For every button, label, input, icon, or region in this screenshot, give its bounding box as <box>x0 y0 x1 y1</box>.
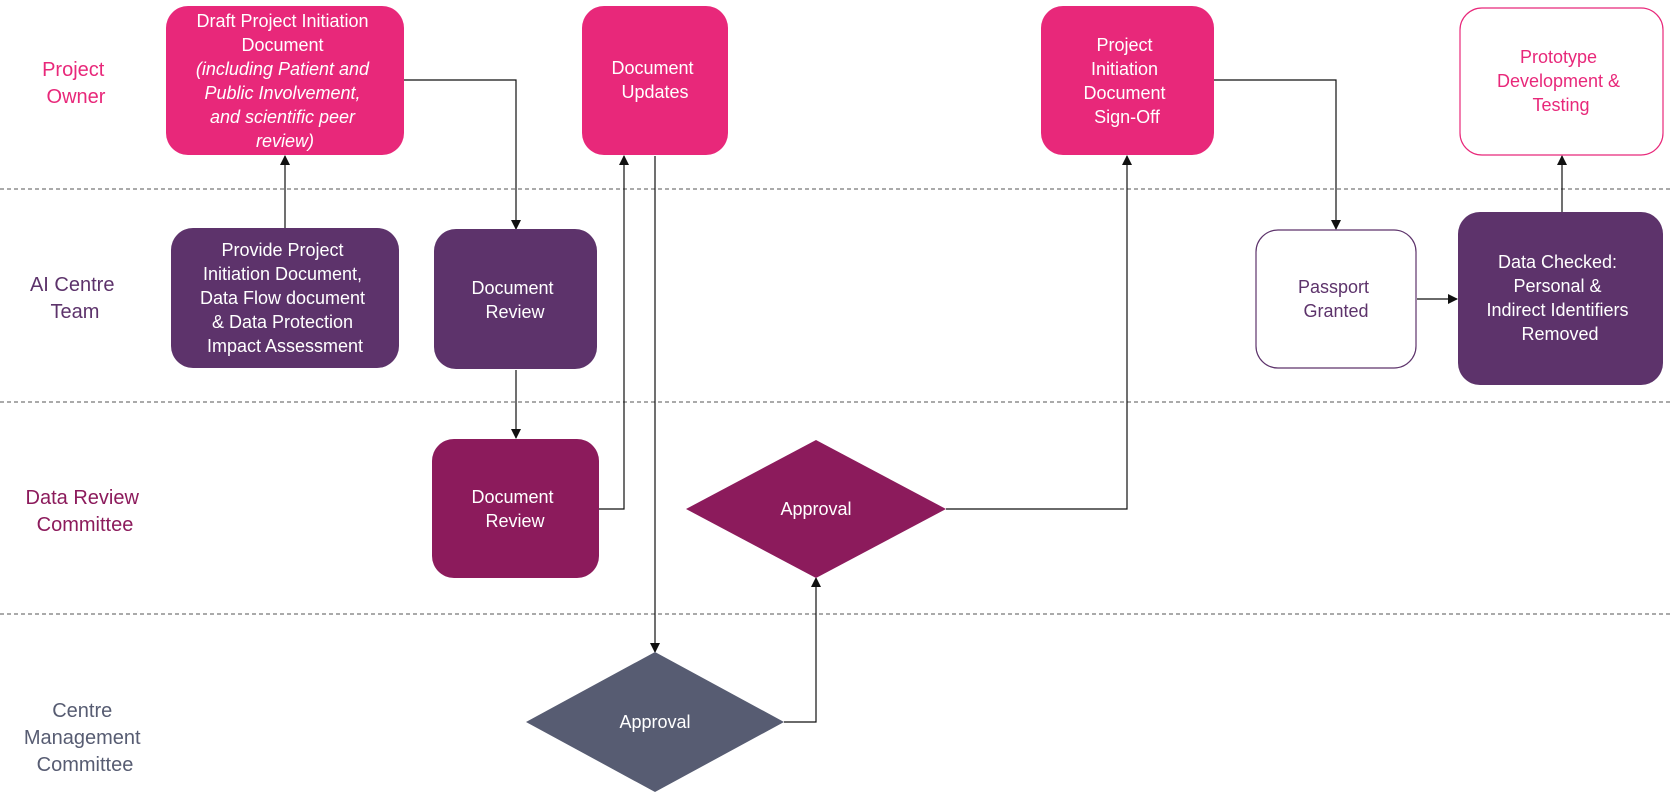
provide-pid-label: Provide Project Initiation Document, Dat… <box>200 240 370 356</box>
prototype-label: Prototype Development & Testing <box>1497 47 1625 115</box>
arrow-signoff-to-passport <box>1214 79 1341 230</box>
data-checked-node: Data Checked: Personal & Indirect Identi… <box>1458 212 1663 385</box>
drc-document-review-node: Document Review <box>432 439 599 578</box>
cmc-approval-node: Approval <box>526 652 784 792</box>
drc-approval-label: Approval <box>780 499 851 519</box>
lane-label-centre-management-committee: Centre Management Committee <box>24 700 146 776</box>
pid-signoff-node: Project Initiation Document Sign-Off <box>1041 6 1214 155</box>
draft-pid-label: Draft Project Initiation Document (inclu… <box>196 11 374 151</box>
passport-granted-label: Passport Granted <box>1298 277 1374 321</box>
drc-approval-node: Approval <box>686 440 946 578</box>
lane-label-project-owner: Project Owner <box>42 59 110 108</box>
drc-document-review-label: Document Review <box>471 487 558 531</box>
arrow-drc-approval-to-signoff <box>946 155 1132 510</box>
lane-label-data-review-committee: Data Review Committee <box>26 487 145 536</box>
arrow-cmc-approval-to-drc-approval <box>784 577 821 723</box>
arrow-drc-review-to-updates <box>598 155 629 510</box>
document-updates-label: Document Updates <box>611 58 698 102</box>
pid-signoff-label: Project Initiation Document Sign-Off <box>1083 35 1170 127</box>
ai-document-review-label: Document Review <box>471 278 558 322</box>
draft-pid-node: Draft Project Initiation Document (inclu… <box>166 6 404 155</box>
arrow-draft-to-ai-review <box>404 79 521 230</box>
data-checked-label: Data Checked: Personal & Indirect Identi… <box>1486 252 1633 344</box>
passport-granted-node: Passport Granted <box>1255 229 1417 369</box>
cmc-approval-label: Approval <box>619 712 690 732</box>
ai-document-review-node: Document Review <box>434 229 597 369</box>
lane-label-ai-centre-team: AI Centre Team <box>30 274 120 323</box>
document-updates-node: Document Updates <box>582 6 728 155</box>
provide-pid-node: Provide Project Initiation Document, Dat… <box>171 228 399 368</box>
prototype-node: Prototype Development & Testing <box>1459 7 1664 156</box>
